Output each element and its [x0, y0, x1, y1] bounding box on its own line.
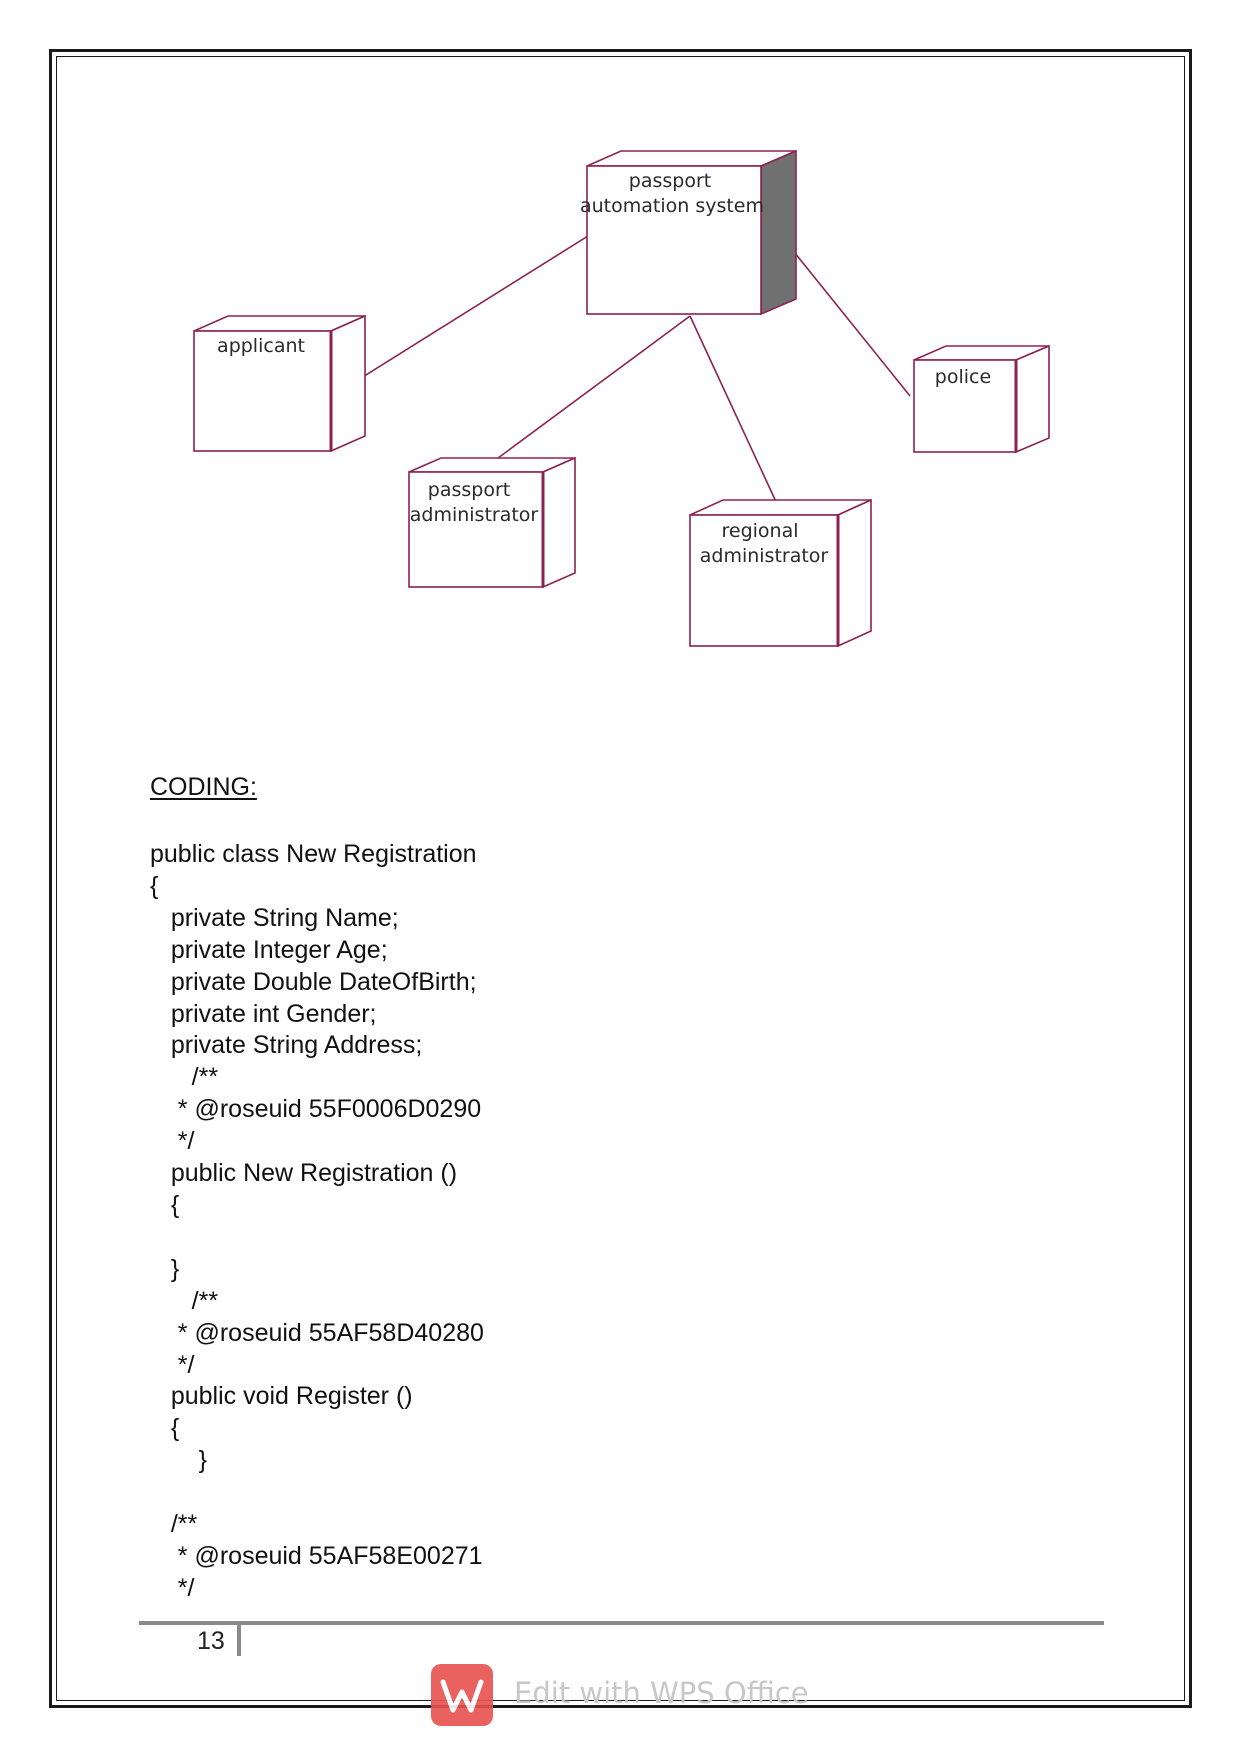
section-heading: CODING:: [150, 773, 257, 801]
code-line: public New Registration (): [150, 1159, 458, 1188]
code-line: */: [150, 1127, 195, 1156]
code-line: }: [150, 1254, 180, 1283]
connector-system-police: [777, 231, 911, 397]
code-line: ​: [150, 1222, 484, 1254]
code-line: private Integer Age;: [150, 935, 388, 964]
code-line: * @roseuid 55AF58E00271: [150, 1541, 483, 1570]
code-line: private Double DateOfBirth;: [150, 967, 477, 996]
node-label-line: applicant: [217, 335, 305, 357]
node-passport-administrator: passport administrator: [408, 456, 576, 589]
code-line: }: [150, 1446, 207, 1475]
code-line: * @roseuid 55F0006D0290: [150, 1095, 482, 1124]
code-line: private String Name;: [150, 903, 399, 932]
connector-system-regional-admin: [689, 315, 779, 507]
code-line: /**: [150, 1286, 219, 1315]
node-label-line: administrator: [410, 504, 539, 526]
node-regional-administrator: regional administrator: [689, 498, 872, 648]
page-number: 13: [197, 1627, 225, 1655]
code-line: /**: [150, 1063, 219, 1092]
code-line: {: [150, 871, 159, 900]
page-number-bar: [237, 1624, 241, 1656]
code-line: public void Register (): [150, 1382, 413, 1411]
node-label-line: automation system: [580, 195, 764, 217]
page-border-inner: [56, 56, 1185, 1701]
node-label-line: passport: [428, 479, 510, 501]
code-line: {: [150, 1414, 180, 1443]
node-applicant: applicant: [193, 314, 366, 453]
page-border-outer: [49, 49, 1192, 1708]
code-line: private String Address;: [150, 1031, 423, 1060]
node-label-line: regional: [721, 520, 798, 542]
node-passport-automation-system: passport automation system: [580, 149, 797, 316]
node-label-line: administrator: [700, 545, 829, 567]
connector-system-passport-admin: [489, 315, 691, 465]
node-police: police: [913, 344, 1050, 454]
code-line: */: [150, 1350, 195, 1379]
wps-logo-icon[interactable]: [431, 1664, 493, 1726]
code-line: public class New Registration: [150, 840, 477, 868]
code-line: ​: [150, 1477, 484, 1509]
wps-watermark-text[interactable]: Edit with WPS Office: [514, 1676, 809, 1710]
connector-system-applicant: [349, 235, 589, 386]
code-block: public class New Registration { private S…: [150, 839, 484, 1605]
code-line: */: [150, 1573, 195, 1602]
footer-divider: [139, 1621, 1104, 1625]
node-label-line: passport: [629, 170, 711, 192]
code-line: /**: [150, 1510, 198, 1539]
code-line: {: [150, 1190, 180, 1219]
code-line: * @roseuid 55AF58D40280: [150, 1318, 484, 1347]
code-line: private int Gender;: [150, 999, 377, 1028]
node-label-line: police: [935, 366, 991, 388]
